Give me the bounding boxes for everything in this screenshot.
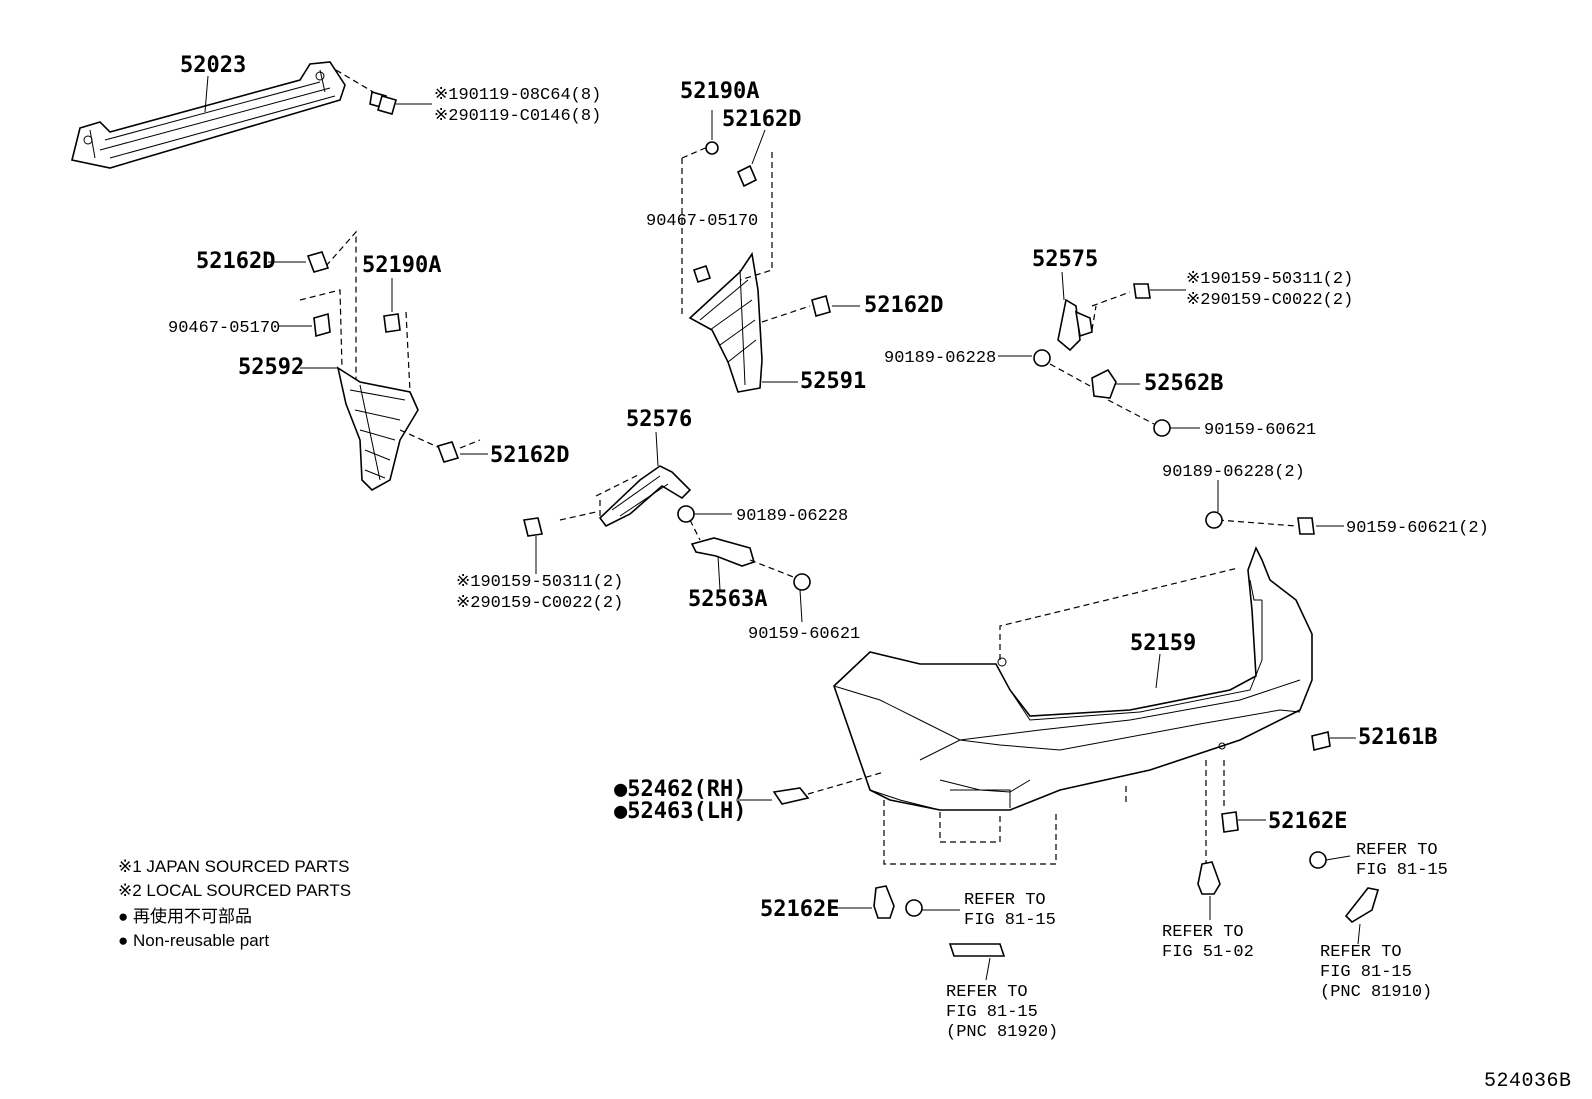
clip-52162D-low: [436, 441, 460, 463]
note-local-sourced: ※2 LOCAL SOURCED PARTS: [118, 881, 351, 900]
screw-ref-1: [905, 899, 923, 917]
ref3-line2: FIG 51-02: [1162, 943, 1254, 962]
ref5-line1: REFER TO: [1320, 943, 1402, 962]
label-52190A-top: 52190A: [680, 79, 759, 104]
label-52159: 52159: [1130, 631, 1196, 656]
bracket-52562B: [1091, 368, 1117, 399]
label-52462: ●52462(RH): [614, 777, 746, 802]
reflector-81920: [948, 943, 1006, 957]
label-52591: 52591: [800, 369, 866, 394]
label-52162D-left: 52162D: [196, 249, 275, 274]
label-90467-top: 90467-05170: [646, 212, 758, 231]
label-bolt-c1: ※190159-50311(2): [456, 573, 623, 592]
note-non-reusable-en: ● Non-reusable part: [118, 931, 269, 950]
clip-52162D-top: [736, 164, 758, 188]
label-52161B: 52161B: [1358, 725, 1437, 750]
nut-90189-a: [1033, 349, 1051, 367]
clip-52190A-top: [705, 141, 719, 155]
label-52190A-left: 52190A: [362, 253, 441, 278]
figure-id: 524036B: [1484, 1070, 1572, 1093]
bolt-90159-a: [1153, 419, 1171, 437]
clip-52162E-right: [1221, 811, 1239, 833]
pad-52462-52463: [772, 787, 810, 805]
label-52162D-top: 52162D: [722, 107, 801, 132]
label-52575: 52575: [1032, 247, 1098, 272]
label-bolt-b1: ※190159-50311(2): [1186, 270, 1353, 289]
bracket-52575: [1057, 298, 1093, 352]
ref2-line3: (PNC 81920): [946, 1023, 1058, 1042]
reflector-81910: [1344, 887, 1380, 924]
label-52563A: 52563A: [688, 587, 767, 612]
label-bolt-b2: ※290159-C0022(2): [1186, 291, 1353, 310]
ref4-line1: REFER TO: [1356, 841, 1438, 860]
cover-52161B: [1311, 731, 1331, 751]
note-japan-sourced: ※1 JAPAN SOURCED PARTS: [118, 857, 350, 876]
label-52023: 52023: [180, 53, 246, 78]
ref2-line2: FIG 81-15: [946, 1003, 1038, 1022]
label-bolt-a2: ※290119-C0146(8): [434, 107, 601, 126]
label-90467-left: 90467-05170: [168, 319, 280, 338]
note-non-reusable-jp: ● 再使用不可部品: [118, 906, 252, 926]
ref1-line1: REFER TO: [964, 891, 1046, 910]
ref2-line1: REFER TO: [946, 983, 1028, 1002]
label-bolt-c2: ※290159-C0022(2): [456, 594, 623, 613]
ref5-line3: (PNC 81910): [1320, 983, 1432, 1002]
label-52463: ●52463(LH): [614, 799, 746, 824]
label-90189-b: 90189-06228(2): [1162, 463, 1305, 482]
label-90159-c: 90159-60621: [748, 625, 860, 644]
label-bolt-a1: ※190119-08C64(8): [434, 86, 601, 105]
bolt-90159-50311-left: [523, 517, 543, 537]
ref1-line2: FIG 81-15: [964, 911, 1056, 930]
clip-52162D-right: [811, 295, 831, 317]
clip-fig51-02: [1197, 861, 1221, 895]
retainer-52591: [688, 251, 763, 393]
label-52576: 52576: [626, 407, 692, 432]
bolt-90159-b: [1297, 517, 1315, 535]
label-52162E-right: 52162E: [1268, 809, 1347, 834]
bumper-cover-52159: [833, 545, 1313, 811]
label-52162E-left: 52162E: [760, 897, 839, 922]
label-52562B: 52562B: [1144, 371, 1223, 396]
nut-90467-top: [692, 264, 712, 284]
bolt-90159-c: [793, 573, 811, 591]
retainer-52592: [336, 366, 419, 491]
nut-90189-b: [1205, 511, 1223, 529]
label-90159-b: 90159-60621(2): [1346, 519, 1489, 538]
clip-52162D-left: [306, 251, 330, 273]
screw-ref-2: [1309, 851, 1327, 869]
label-52162D-low: 52162D: [490, 443, 569, 468]
clip-52162E-left: [873, 885, 895, 919]
clip-52190A-left: [383, 313, 401, 333]
label-90159-a: 90159-60621: [1204, 421, 1316, 440]
label-52162D-right: 52162D: [864, 293, 943, 318]
ref4-line2: FIG 81-15: [1356, 861, 1448, 880]
nut-90189-c: [677, 505, 695, 523]
bolt-90159-50311-right: [1133, 283, 1151, 299]
label-52592: 52592: [238, 355, 304, 380]
label-90189-c: 90189-06228: [736, 507, 848, 526]
reinforcement-beam-52023: [71, 61, 346, 169]
nut-90467-left: [313, 312, 331, 338]
label-90189-a: 90189-06228: [884, 349, 996, 368]
bracket-52563A: [690, 537, 755, 567]
bolt-90119: [369, 90, 397, 115]
bracket-52576: [598, 465, 692, 528]
ref5-line2: FIG 81-15: [1320, 963, 1412, 982]
ref3-line1: REFER TO: [1162, 923, 1244, 942]
